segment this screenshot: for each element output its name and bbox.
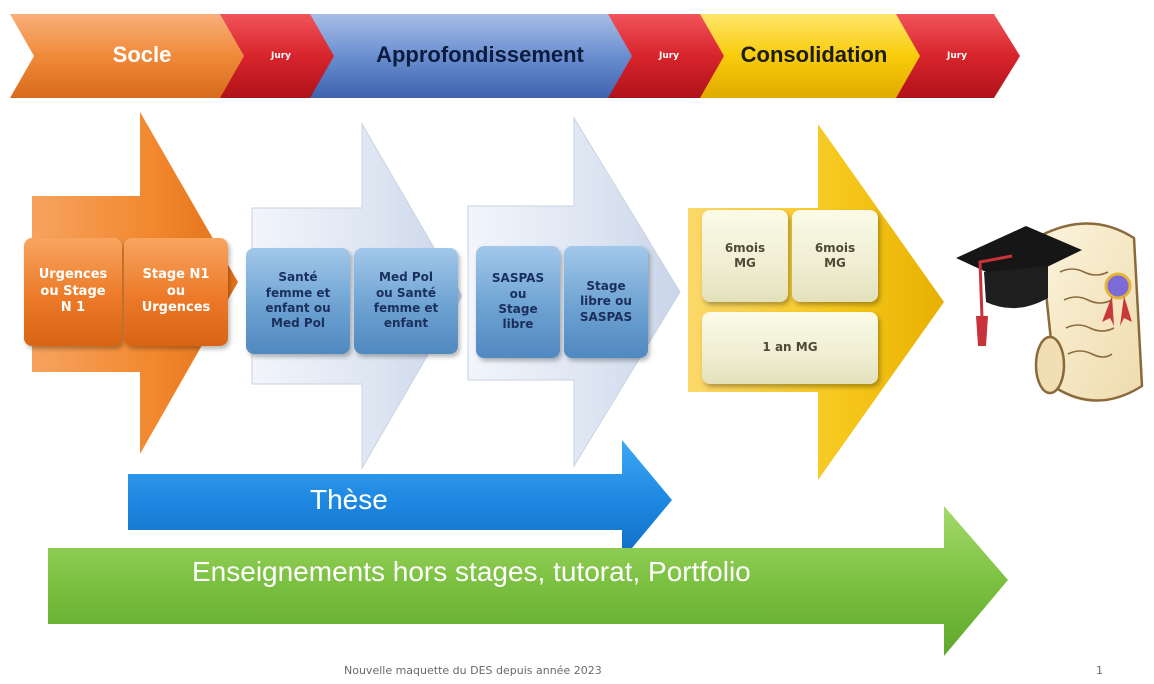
phase-label-approfondissement: Approfondissement	[376, 42, 584, 67]
diploma-scroll-icon	[1034, 222, 1144, 402]
jury-label-2: Jury	[658, 51, 680, 61]
socle-box-1: Urgences ou Stage N 1	[24, 238, 122, 346]
footer-caption: Nouvelle maquette du DES depuis année 20…	[344, 664, 602, 677]
graduation-illustration	[956, 222, 1144, 402]
page-number: 1	[1096, 664, 1103, 677]
mortarboard-cap-icon	[956, 226, 1082, 346]
jury-chevron-2	[608, 14, 734, 98]
approfondissement-box-4: Stage libre ou SASPAS	[564, 246, 648, 358]
phase-chevron-approfondissement	[310, 14, 646, 98]
phase-chevron-consolidation	[700, 14, 932, 98]
jury-label-1: Jury	[270, 51, 292, 61]
consolidation-big-arrow	[688, 124, 944, 480]
phase-bar	[10, 14, 1020, 98]
consolidation-box-1: 6mois MG	[702, 210, 788, 302]
these-label: Thèse	[310, 484, 388, 515]
phase-label-consolidation: Consolidation	[740, 42, 888, 67]
phase-chevron-socle	[10, 14, 256, 98]
these-arrow	[128, 440, 672, 560]
consolidation-box-2: 6mois MG	[792, 210, 878, 302]
jury-chevron-1	[220, 14, 346, 98]
enseignements-label: Enseignements hors stages, tutorat, Port…	[192, 556, 751, 587]
jury-label-3: Jury	[946, 51, 968, 61]
consolidation-box-3: 1 an MG	[702, 312, 878, 384]
enseignements-arrow	[48, 506, 1008, 656]
approfondissement-box-1: Santé femme et enfant ou Med Pol	[246, 248, 350, 354]
jury-chevron-3	[896, 14, 1020, 98]
socle-box-2: Stage N1 ou Urgences	[124, 238, 228, 346]
phase-label-socle: Socle	[112, 42, 172, 67]
approfondissement-box-2: Med Pol ou Santé femme et enfant	[354, 248, 458, 354]
approfondissement-box-3: SASPAS ou Stage libre	[476, 246, 560, 358]
